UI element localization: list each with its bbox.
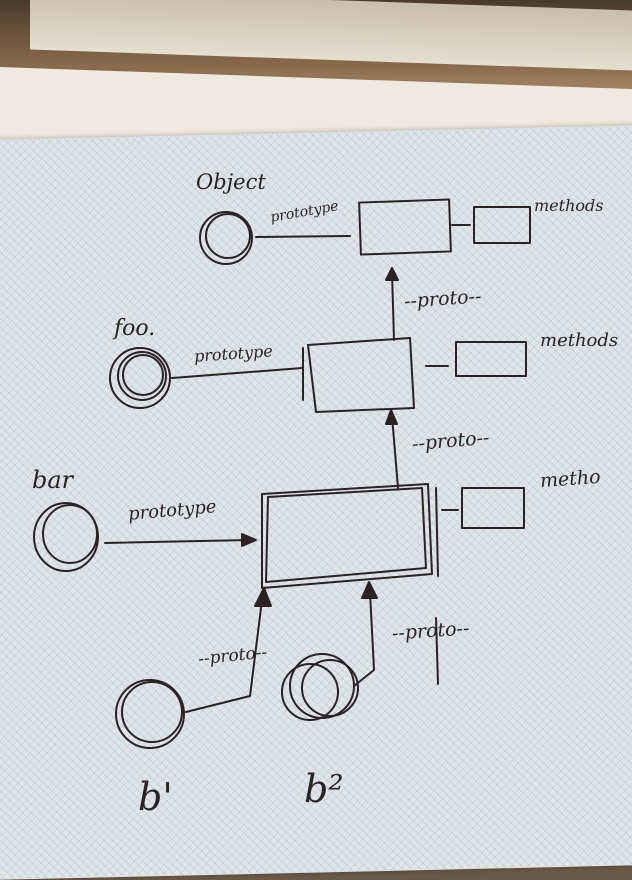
- bar-circle: [33, 502, 99, 572]
- b2-proto-arrow: [353, 591, 375, 687]
- bar-prototype-arrow: [104, 539, 251, 544]
- foo-proto-arrow: [391, 271, 395, 341]
- foo-circle: [109, 347, 171, 409]
- foo-methods-box: [455, 341, 527, 377]
- object-methods-box: [473, 206, 531, 244]
- foo-methods-label: methods: [540, 330, 619, 351]
- foo-prototype-arrow: [171, 367, 303, 379]
- object-prototype-arrow: [255, 235, 351, 238]
- object-circle: [199, 211, 253, 265]
- bar-proto-arrow: [391, 415, 399, 489]
- foo-prototype-box: [307, 337, 415, 413]
- b2-label: b²: [304, 767, 344, 811]
- bar-label: bar: [32, 466, 74, 494]
- object-label: Object: [196, 170, 266, 194]
- b2-proto-label: --proto--: [391, 617, 471, 645]
- bar-methods-label: metho: [539, 465, 602, 493]
- object-prototype-box: [358, 198, 452, 256]
- bar-methods-box: [461, 487, 525, 529]
- bar-prototype-box: [261, 483, 433, 589]
- object-methods-label: methods: [534, 196, 604, 215]
- b1-circle: [115, 679, 185, 749]
- b1-proto-arrow: [185, 599, 263, 713]
- foo-label: foo.: [114, 316, 156, 341]
- foo-proto-label: --proto--: [403, 285, 483, 313]
- b2-circle: [281, 663, 339, 721]
- diagram-drawing: [33, 198, 531, 749]
- b1-label: b': [138, 775, 173, 819]
